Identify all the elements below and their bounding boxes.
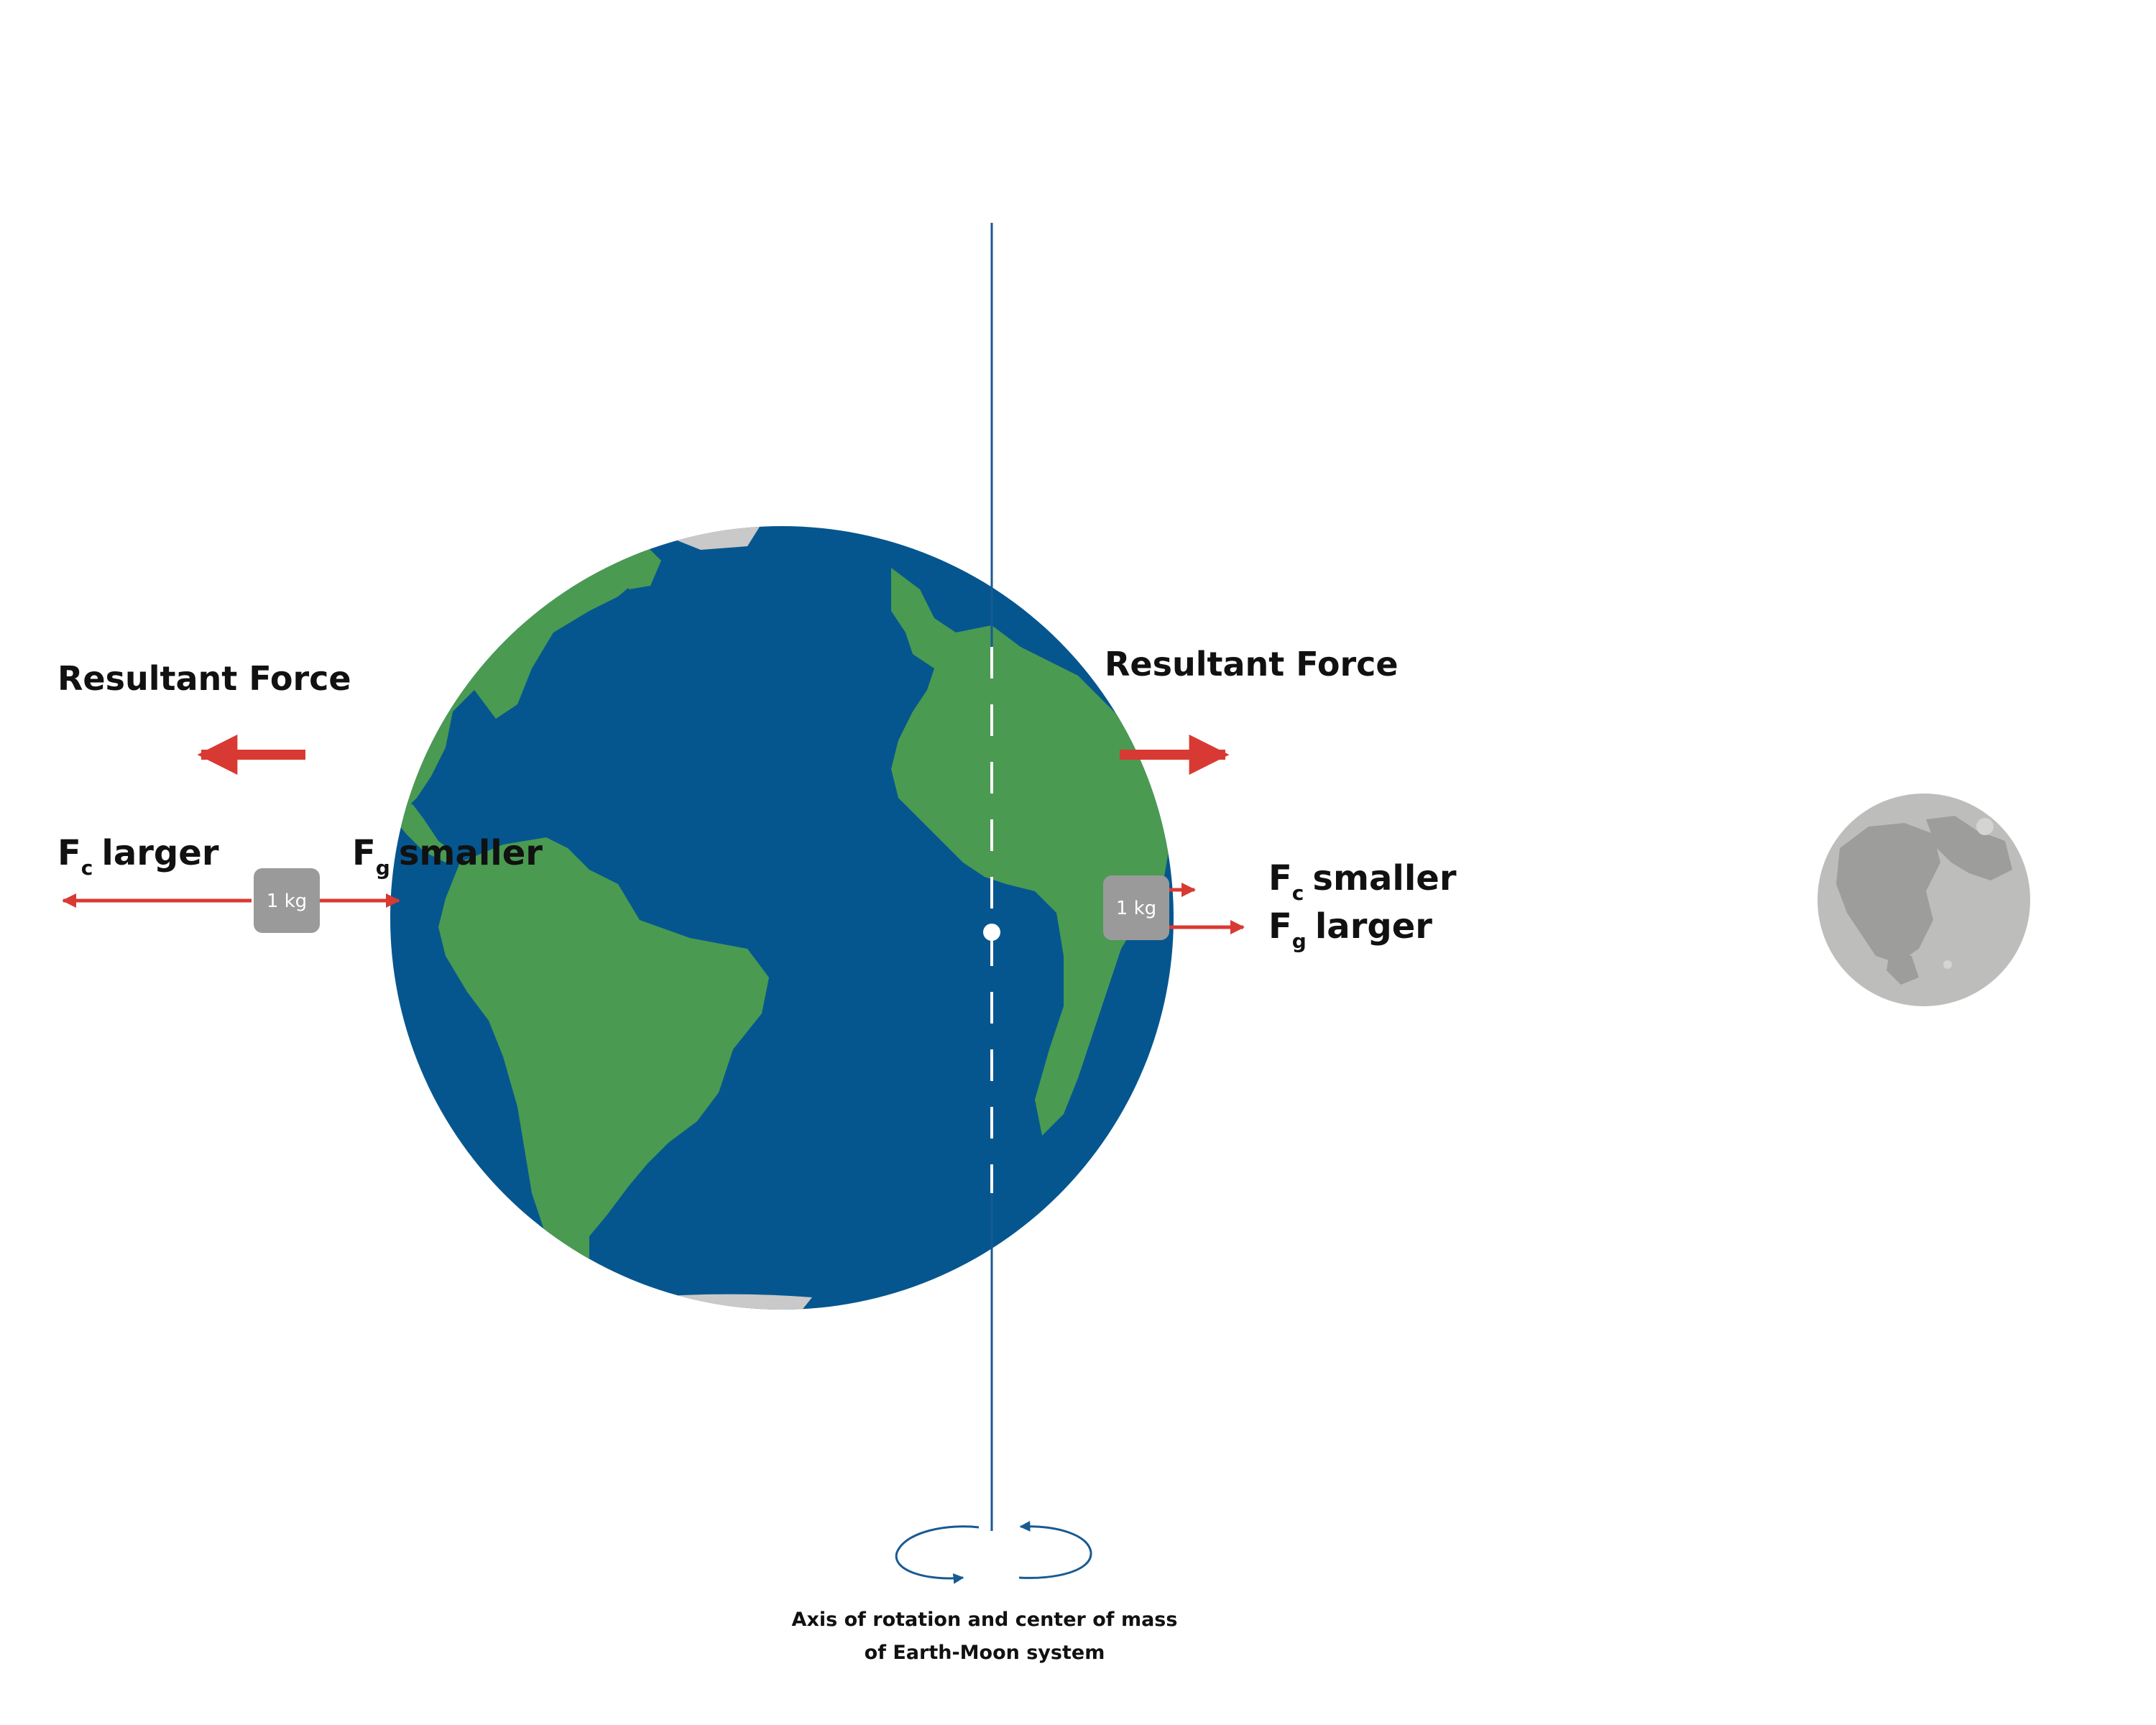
left-fg-text: smaller bbox=[399, 833, 543, 873]
south-america-land bbox=[438, 837, 769, 1287]
earth-icon bbox=[390, 526, 1174, 1310]
left-fg-label: Fg smaller bbox=[352, 833, 543, 880]
right-fc-label: Fc smaller bbox=[1268, 858, 1457, 905]
center-of-mass-dot bbox=[983, 924, 1000, 941]
right-fg-text: larger bbox=[1315, 906, 1432, 947]
right-resultant-label: Resultant Force bbox=[1105, 645, 1399, 684]
right-fg-symbol: F bbox=[1268, 906, 1292, 947]
left-resultant-label: Resultant Force bbox=[57, 659, 351, 698]
africa-land bbox=[891, 568, 1171, 1136]
left-fg-sub: g bbox=[376, 856, 390, 880]
moon-icon bbox=[1818, 794, 2030, 1006]
caption-line-1: Axis of rotation and center of mass bbox=[792, 1609, 1178, 1631]
right-fc-sub: c bbox=[1292, 881, 1304, 905]
left-fg-symbol: F bbox=[352, 833, 376, 873]
right-fg-sub: g bbox=[1292, 929, 1307, 953]
greenland-land bbox=[618, 546, 661, 589]
caption-line-2: of Earth-Moon system bbox=[865, 1642, 1105, 1664]
right-fc-symbol: F bbox=[1268, 858, 1292, 898]
rotation-arrow-icon bbox=[895, 1520, 1092, 1584]
left-fc-text: larger bbox=[101, 833, 218, 873]
right-mass-box: 1 kg bbox=[1103, 875, 1169, 940]
left-fc-symbol: F bbox=[57, 833, 81, 873]
left-mass-label: 1 kg bbox=[267, 891, 307, 912]
right-mass-label: 1 kg bbox=[1116, 898, 1156, 919]
left-mass-box: 1 kg bbox=[254, 868, 320, 933]
right-fc-text: smaller bbox=[1312, 858, 1456, 898]
south-ice bbox=[618, 1294, 812, 1310]
north-america-land bbox=[390, 532, 647, 812]
left-fc-sub: c bbox=[81, 856, 93, 880]
